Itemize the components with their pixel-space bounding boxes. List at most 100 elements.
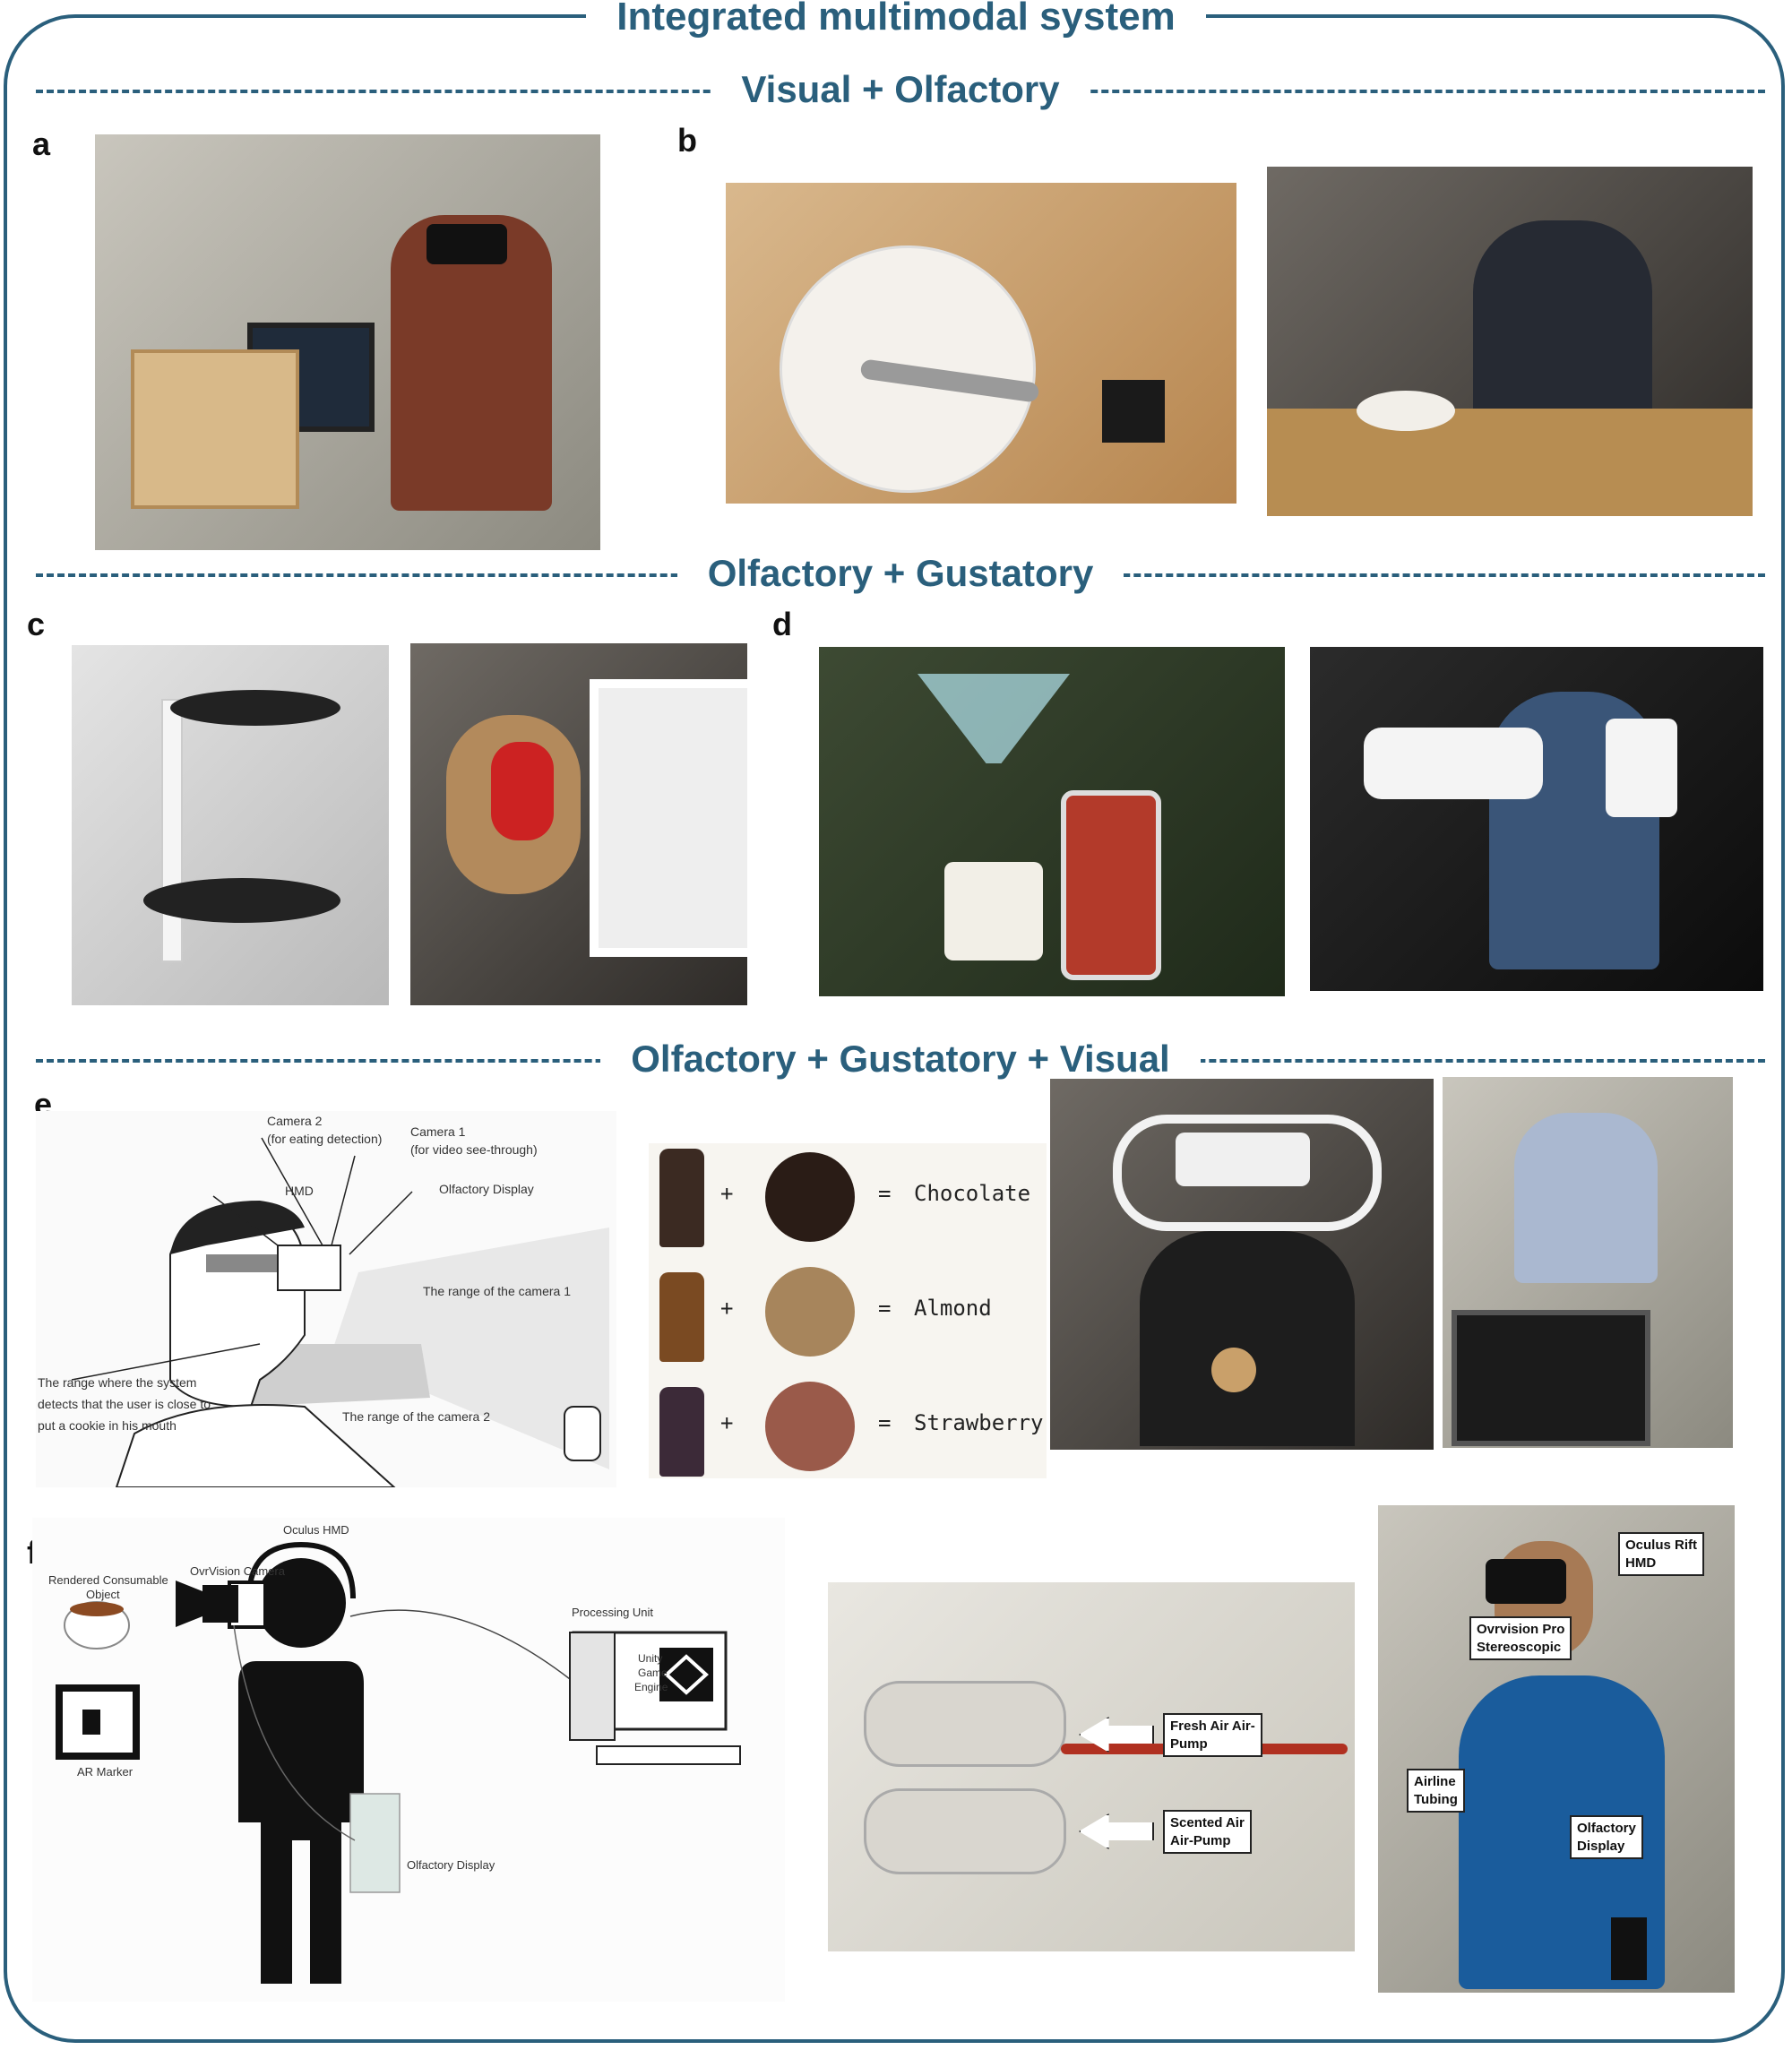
photo-gear-vr-user (1310, 647, 1763, 991)
scent-module-icon (1606, 719, 1677, 817)
bottle-icon (659, 1149, 704, 1247)
cup-base-icon (944, 862, 1043, 960)
diagram-eating-detection: Camera 2 (for eating detection) Camera 1… (36, 1111, 616, 1487)
detect-range-line2: detects that the user is close to (38, 1397, 211, 1411)
camera1-range-area (332, 1227, 609, 1469)
bottle-icon (659, 1272, 704, 1362)
plus-sign: + (720, 1296, 734, 1321)
camera-lens-shape (176, 1581, 202, 1627)
rendered-object-line2: Object (86, 1588, 120, 1601)
vr-headset-icon (1364, 728, 1543, 799)
shoulders-shape (115, 1404, 396, 1487)
photo-plate-spoon-sensor (726, 183, 1236, 504)
hand-cookie-shape (564, 1406, 601, 1461)
olfactory-display-icon (1611, 1917, 1647, 1980)
head-shape (256, 1558, 346, 1648)
photo-user-with-oculus-rift (1378, 1505, 1735, 1993)
ar-marker-label: AR Marker (77, 1765, 134, 1779)
cocktail-glass-icon (918, 674, 1070, 763)
vr-headset-icon (1486, 1559, 1566, 1604)
monitor-icon (1452, 1310, 1650, 1446)
hmd-strap-shape (246, 1541, 356, 1599)
earmuff-icon (491, 742, 554, 840)
hmd-shape (277, 1245, 341, 1291)
rendered-object-line1: Rendered Consumable (48, 1573, 168, 1587)
arrow-left-icon (1079, 1813, 1154, 1849)
equals-sign: = (878, 1296, 892, 1321)
panel-label-a: a (32, 125, 51, 162)
photo-vr-user-eating (1267, 167, 1753, 516)
panel-label-c: c (27, 606, 46, 642)
equals-sign: = (878, 1410, 892, 1435)
section-visual-olfactory: Visual + Olfactory (36, 68, 1765, 113)
callout-ovrvision-pro: Ovrvision Pro Stereoscopic (1469, 1616, 1572, 1660)
scent-box-icon (131, 349, 299, 509)
flavor-label: Strawberry (914, 1410, 1044, 1435)
keyboard-shape (596, 1745, 741, 1765)
cookie-icon (765, 1382, 855, 1471)
transducer-array-top-icon (170, 690, 340, 726)
callout-scented-air-pump: Scented Air Air-Pump (1163, 1810, 1252, 1854)
tubing-line (233, 1624, 356, 1841)
camera2-range-area (242, 1344, 430, 1407)
bottle-icon (659, 1387, 704, 1477)
unity-label-line2: Game (638, 1667, 668, 1679)
unity-label-line1: Unity (638, 1652, 663, 1665)
flavor-row-chocolate: + = Chocolate (649, 1143, 1043, 1251)
plus-sign: + (720, 1181, 734, 1206)
camera2-label: Camera 2 (267, 1114, 323, 1128)
photo-user-with-olfactory-hmd (1050, 1079, 1434, 1450)
unity-label-line3: Engine (634, 1681, 668, 1693)
system-schematic-svg (56, 1541, 741, 1984)
camera2-range-label: The range of the camera 2 (342, 1409, 490, 1424)
computer-tower-shape (569, 1632, 616, 1741)
body-silhouette (238, 1661, 364, 1984)
flavor-combination-table: + = Chocolate + = Almond + = Strawberry (649, 1143, 1047, 1478)
camera1-label: Camera 1 (410, 1124, 466, 1139)
tubing-loop-icon (1113, 1115, 1382, 1231)
photo-demo-with-monitor (1443, 1077, 1733, 1448)
callout-olfactory-display: Olfactory Display (1570, 1815, 1643, 1859)
section-olfactory-gustatory-visual: Olfactory + Gustatory + Visual (36, 1038, 1765, 1082)
data-link-line (349, 1609, 571, 1680)
photo-levitation-device (72, 645, 389, 1005)
camera1-range-label: The range of the camera 1 (423, 1284, 571, 1298)
vr-headset-icon (426, 224, 507, 264)
sensor-board-icon (1102, 380, 1165, 443)
section-olfactory-gustatory: Olfactory + Gustatory (36, 552, 1765, 597)
camera2-note: (for eating detection) (267, 1132, 383, 1146)
callout-fresh-air-pump: Fresh Air Air- Pump (1163, 1713, 1262, 1757)
section-label: Visual + Olfactory (711, 68, 1090, 110)
panel-label-d: d (772, 606, 792, 642)
equals-sign: = (878, 1181, 892, 1206)
section-label: Olfactory + Gustatory (676, 552, 1124, 594)
ovrvision-camera-label: OvrVision Camera (190, 1564, 285, 1578)
person-icon (1140, 1231, 1355, 1446)
photo-virtual-cocktail (819, 647, 1285, 996)
flavor-row-strawberry: + = Strawberry (649, 1373, 1044, 1480)
detect-range-line3: put a cookie in his mouth (38, 1418, 177, 1433)
hmd-label: HMD (285, 1184, 314, 1198)
transducer-array-bottom-icon (143, 878, 340, 923)
photo-air-pumps (828, 1582, 1355, 1951)
scented-air-pump-icon (864, 1788, 1066, 1874)
cookie-icon (765, 1152, 855, 1242)
cookie-icon (1211, 1348, 1256, 1392)
diagram-ar-olfactory-system: Oculus HMD OvrVision Camera Rendered Con… (32, 1518, 785, 2002)
smartphone-icon (1061, 790, 1161, 980)
table-icon (1267, 409, 1753, 516)
plate-icon (1357, 391, 1455, 431)
hmd-icon (1176, 1133, 1310, 1186)
callout-oculus-rift-hmd: Oculus Rift HMD (1618, 1532, 1705, 1576)
detect-range-line1: The range where the system (38, 1375, 197, 1390)
person-icon (1514, 1113, 1658, 1283)
camera1-note: (for video see-through) (410, 1142, 538, 1157)
photo-vr-olfactory-setup (95, 134, 600, 550)
device-frame-icon (590, 679, 747, 957)
flavor-label: Almond (914, 1296, 992, 1321)
camera-body-shape (202, 1585, 238, 1623)
olfactory-display-shape (349, 1793, 401, 1893)
hair-shape (170, 1201, 305, 1254)
flavor-row-almond: + = Almond (649, 1258, 1043, 1365)
plus-sign: + (720, 1410, 734, 1435)
